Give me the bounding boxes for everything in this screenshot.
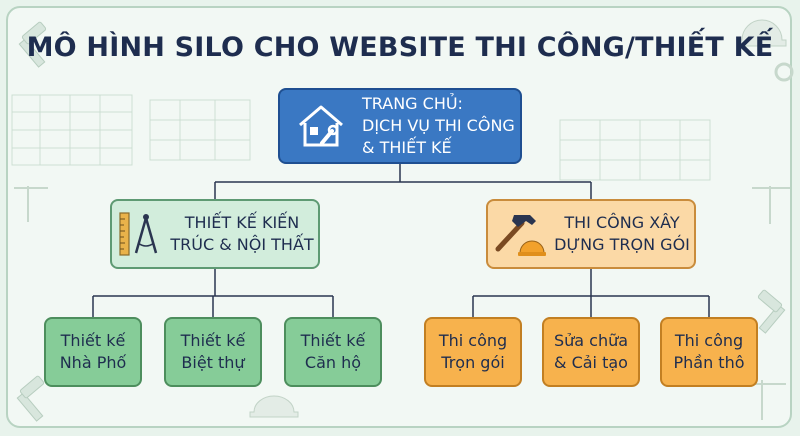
leaf-label-line: Nhà Phố bbox=[59, 353, 127, 372]
branch-label-line: DỰNG TRỌN GÓI bbox=[554, 235, 690, 254]
root-label-line: TRANG CHỦ: bbox=[362, 94, 463, 113]
leaf-label-line: & Cải tạo bbox=[554, 353, 628, 372]
leaf-label-line: Căn hộ bbox=[304, 353, 362, 372]
branch-label-line: TRÚC & NỘI THẤT bbox=[170, 235, 314, 254]
leaf-label-line: Thi công bbox=[438, 331, 508, 350]
crane-icon bbox=[14, 186, 48, 222]
root-label-line: DỊCH VỤ THI CÔNG bbox=[362, 116, 515, 135]
leaf-node: Thiết kế Biệt thự bbox=[164, 317, 262, 387]
root-node: TRANG CHỦ: DỊCH VỤ THI CÔNG & THIẾT KẾ bbox=[278, 88, 522, 164]
root-label-line: & THIẾT KẾ bbox=[362, 138, 452, 157]
leaf-label-line: Thi công bbox=[674, 331, 744, 350]
root-label: TRANG CHỦ: DỊCH VỤ THI CÔNG & THIẾT KẾ bbox=[362, 93, 515, 159]
leaf-node: Thiết kế Căn hộ bbox=[284, 317, 382, 387]
hammer-icon bbox=[18, 21, 47, 68]
house-wrench-icon bbox=[299, 105, 343, 147]
hammer-hardhat-icon bbox=[495, 215, 547, 256]
branch-label: THI CÔNG XÂY DỰNG TRỌN GÓI bbox=[554, 212, 690, 256]
branch-label-line: THIẾT KẾ KIẾN bbox=[184, 213, 300, 232]
leaf-label-line: Phần thô bbox=[673, 353, 745, 372]
hardhat-icon bbox=[737, 19, 787, 47]
leaf-label-line: Thiết kế bbox=[180, 331, 246, 350]
leaf-node: Sửa chữa & Cải tạo bbox=[542, 317, 640, 387]
branch-label: THIẾT KẾ KIẾN TRÚC & NỘI THẤT bbox=[170, 212, 313, 256]
hammer-icon bbox=[16, 289, 786, 422]
gear-icon bbox=[774, 62, 794, 82]
leaf-label-line: Thiết kế bbox=[60, 331, 126, 350]
branch-node-design: THIẾT KẾ KIẾN TRÚC & NỘI THẤT bbox=[110, 199, 320, 269]
leaf-node: Thi công Trọn gói bbox=[424, 317, 522, 387]
diagram-title: MÔ HÌNH SILO CHO WEBSITE THI CÔNG/THIẾT … bbox=[26, 32, 774, 63]
branch-label-line: THI CÔNG XÂY bbox=[564, 213, 680, 232]
leaf-label-line: Biệt thự bbox=[181, 353, 245, 372]
leaf-node: Thi công Phần thô bbox=[660, 317, 758, 387]
leaf-label-line: Sửa chữa bbox=[553, 331, 629, 350]
leaf-node: Thiết kế Nhà Phố bbox=[44, 317, 142, 387]
branch-node-construction: THI CÔNG XÂY DỰNG TRỌN GÓI bbox=[486, 199, 696, 269]
leaf-label-line: Trọn gói bbox=[441, 353, 505, 372]
leaf-label-line: Thiết kế bbox=[300, 331, 366, 350]
ruler-compass-icon bbox=[119, 212, 158, 256]
hardhat-icon bbox=[249, 395, 299, 418]
